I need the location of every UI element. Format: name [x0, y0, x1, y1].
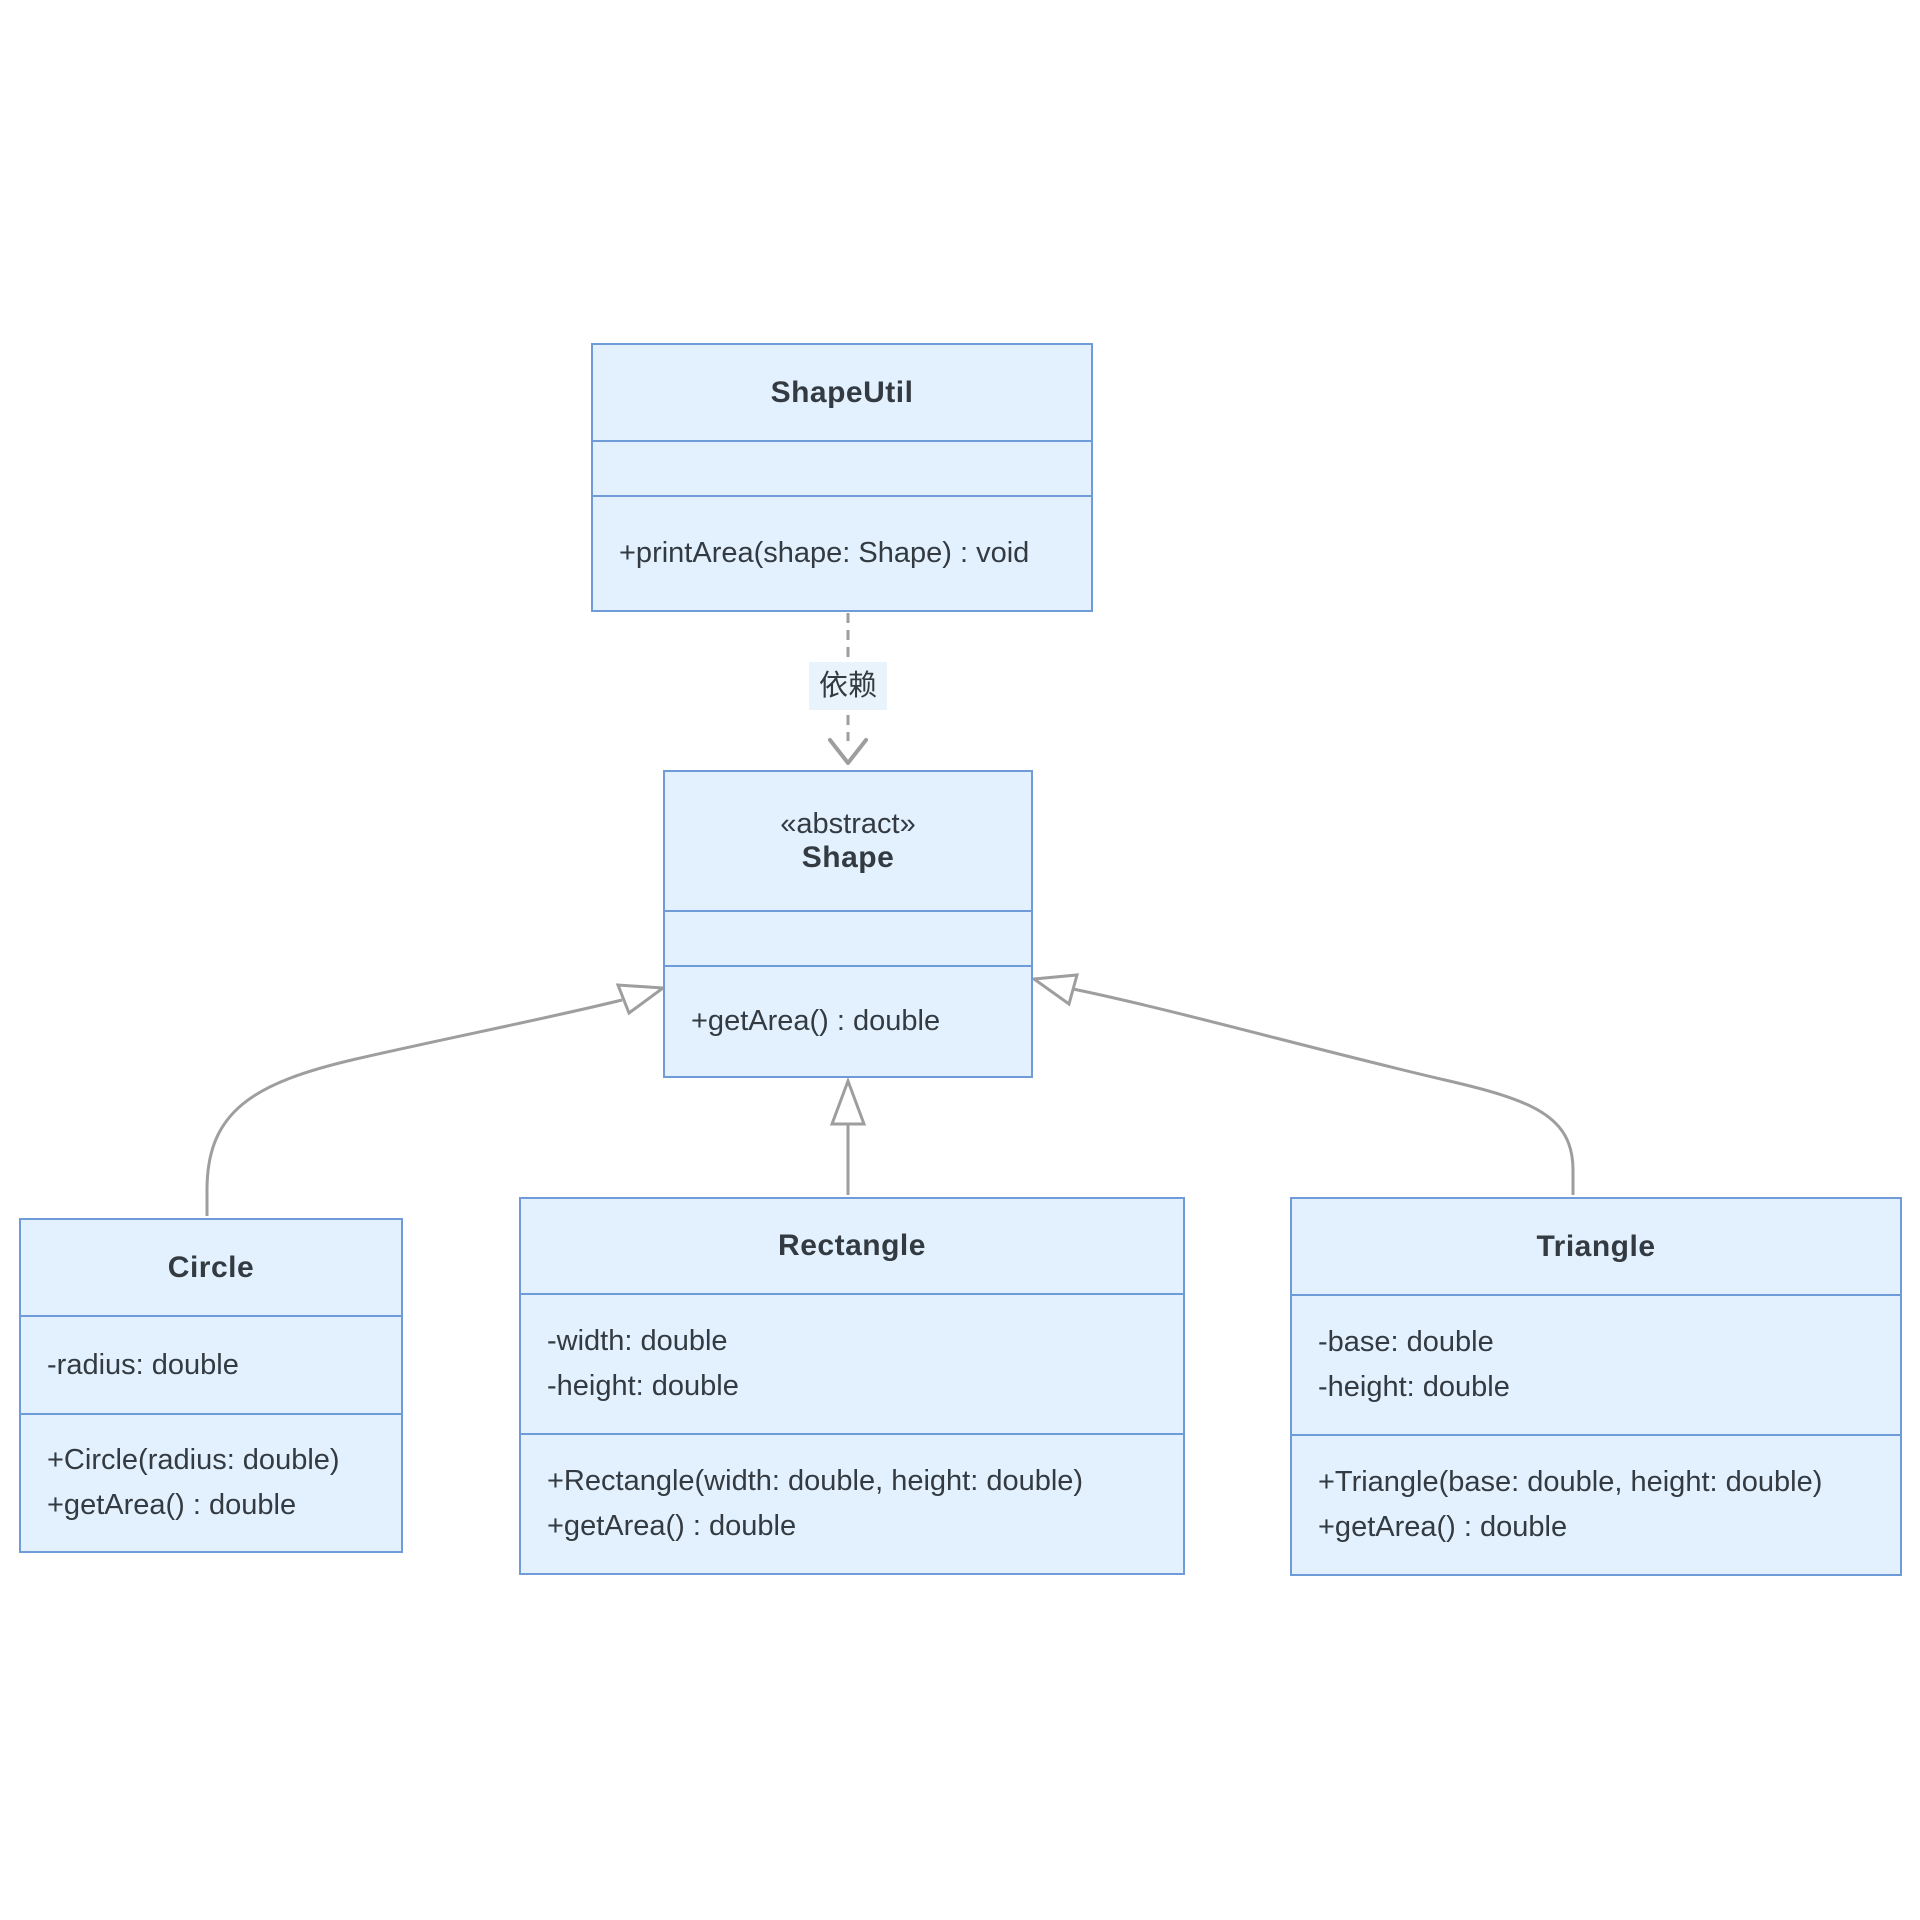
attributes-section: -width: double -height: double — [521, 1293, 1183, 1433]
class-box-shape: «abstract» Shape +getArea() : double — [663, 770, 1033, 1078]
method-item: +Rectangle(width: double, height: double… — [547, 1465, 1084, 1497]
class-name: Circle — [167, 1250, 255, 1284]
inheritance-edge-circle-line — [205, 998, 623, 1216]
method-item: +getArea() : double — [47, 1489, 297, 1521]
class-stereotype: «abstract» — [780, 807, 916, 840]
class-name: Shape — [801, 840, 895, 874]
attribute-item: -base: double — [1318, 1326, 1494, 1358]
method-item: +getArea() : double — [1318, 1511, 1568, 1543]
method-item: +Triangle(base: double, height: double) — [1318, 1466, 1823, 1498]
inheritance-edge-triangle-line — [1072, 987, 1575, 1195]
attributes-section: -base: double -height: double — [1292, 1294, 1900, 1434]
methods-section: +printArea(shape: Shape) : void — [593, 495, 1091, 610]
class-box-triangle: Triangle -base: double -height: double +… — [1290, 1197, 1902, 1576]
class-name: Triangle — [1536, 1229, 1656, 1263]
methods-section: +getArea() : double — [665, 965, 1031, 1076]
methods-section: +Triangle(base: double, height: double) … — [1292, 1434, 1900, 1574]
class-box-rectangle: Rectangle -width: double -height: double… — [519, 1197, 1185, 1575]
class-title-rectangle: Rectangle — [521, 1199, 1183, 1293]
class-title-circle: Circle — [21, 1220, 401, 1315]
inheritance-arrowhead-triangle-icon — [1029, 973, 1080, 1007]
attribute-item: -height: double — [1318, 1371, 1510, 1403]
class-name: Rectangle — [778, 1229, 926, 1262]
class-title-shape: «abstract» Shape — [665, 772, 1031, 910]
dependency-label: 依赖 — [808, 662, 888, 710]
class-box-shapeutil: ShapeUtil +printArea(shape: Shape) : voi… — [591, 343, 1093, 612]
method-item: +getArea() : double — [547, 1510, 797, 1542]
methods-section: +Rectangle(width: double, height: double… — [521, 1433, 1183, 1573]
dependency-arrowhead-icon — [828, 738, 868, 765]
attribute-item: -radius: double — [47, 1348, 239, 1381]
attribute-item: -height: double — [547, 1370, 739, 1402]
method-item: +Circle(radius: double) — [47, 1444, 340, 1476]
class-title-triangle: Triangle — [1292, 1199, 1900, 1294]
attributes-section — [665, 910, 1031, 965]
attributes-section: -radius: double — [21, 1315, 401, 1413]
methods-section: +Circle(radius: double) +getArea() : dou… — [21, 1413, 401, 1551]
attributes-section — [593, 440, 1091, 495]
method-item: +getArea() : double — [691, 1005, 941, 1037]
inheritance-arrowhead-circle-icon — [615, 983, 668, 1016]
inheritance-arrowhead-rectangle-icon — [829, 1076, 867, 1126]
attribute-item: -width: double — [547, 1325, 728, 1357]
class-title-shapeutil: ShapeUtil — [593, 345, 1091, 440]
class-box-circle: Circle -radius: double +Circle(radius: d… — [19, 1218, 403, 1553]
class-name: ShapeUtil — [770, 375, 914, 409]
method-item: +printArea(shape: Shape) : void — [619, 537, 1030, 569]
